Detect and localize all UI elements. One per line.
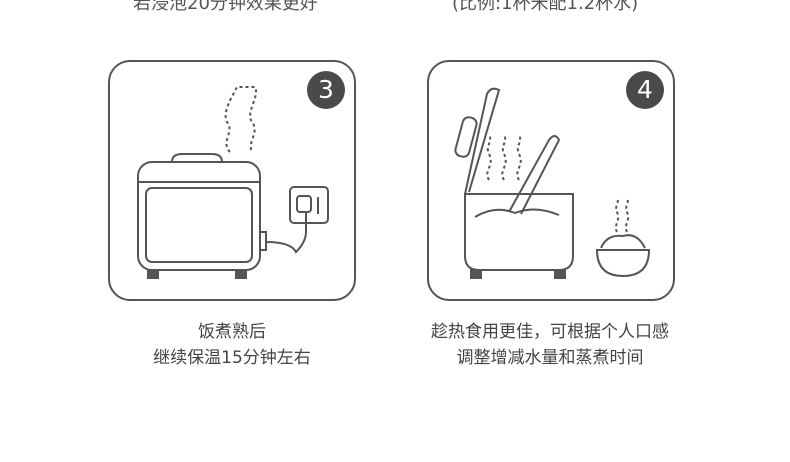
step-number-badge: 4 [626, 71, 664, 109]
caption-line: 继续保温15分钟左右 [153, 348, 311, 368]
step-4-card: 4 [427, 60, 675, 301]
caption-line: 饭煮熟后 [198, 322, 266, 342]
rice-cooker-keep-warm-illustration [137, 86, 329, 279]
step1-caption-partial: 若浸泡20分钟效果更好 [133, 0, 318, 14]
step-3-card: 3 [108, 60, 356, 301]
step2-caption-partial: (比例:1杯米配1.2杯水) [452, 0, 639, 14]
serving-rice-illustration [454, 87, 651, 279]
step-3-caption: 饭煮熟后 继续保温15分钟左右 [108, 319, 356, 371]
step-4-caption: 趁热食用更佳，可根据个人口感 调整增减水量和蒸煮时间 [390, 319, 710, 371]
caption-line: 调整增减水量和蒸煮时间 [456, 348, 644, 368]
step-number-badge: 3 [307, 71, 345, 109]
caption-line: 趁热食用更佳，可根据个人口感 [431, 322, 669, 342]
